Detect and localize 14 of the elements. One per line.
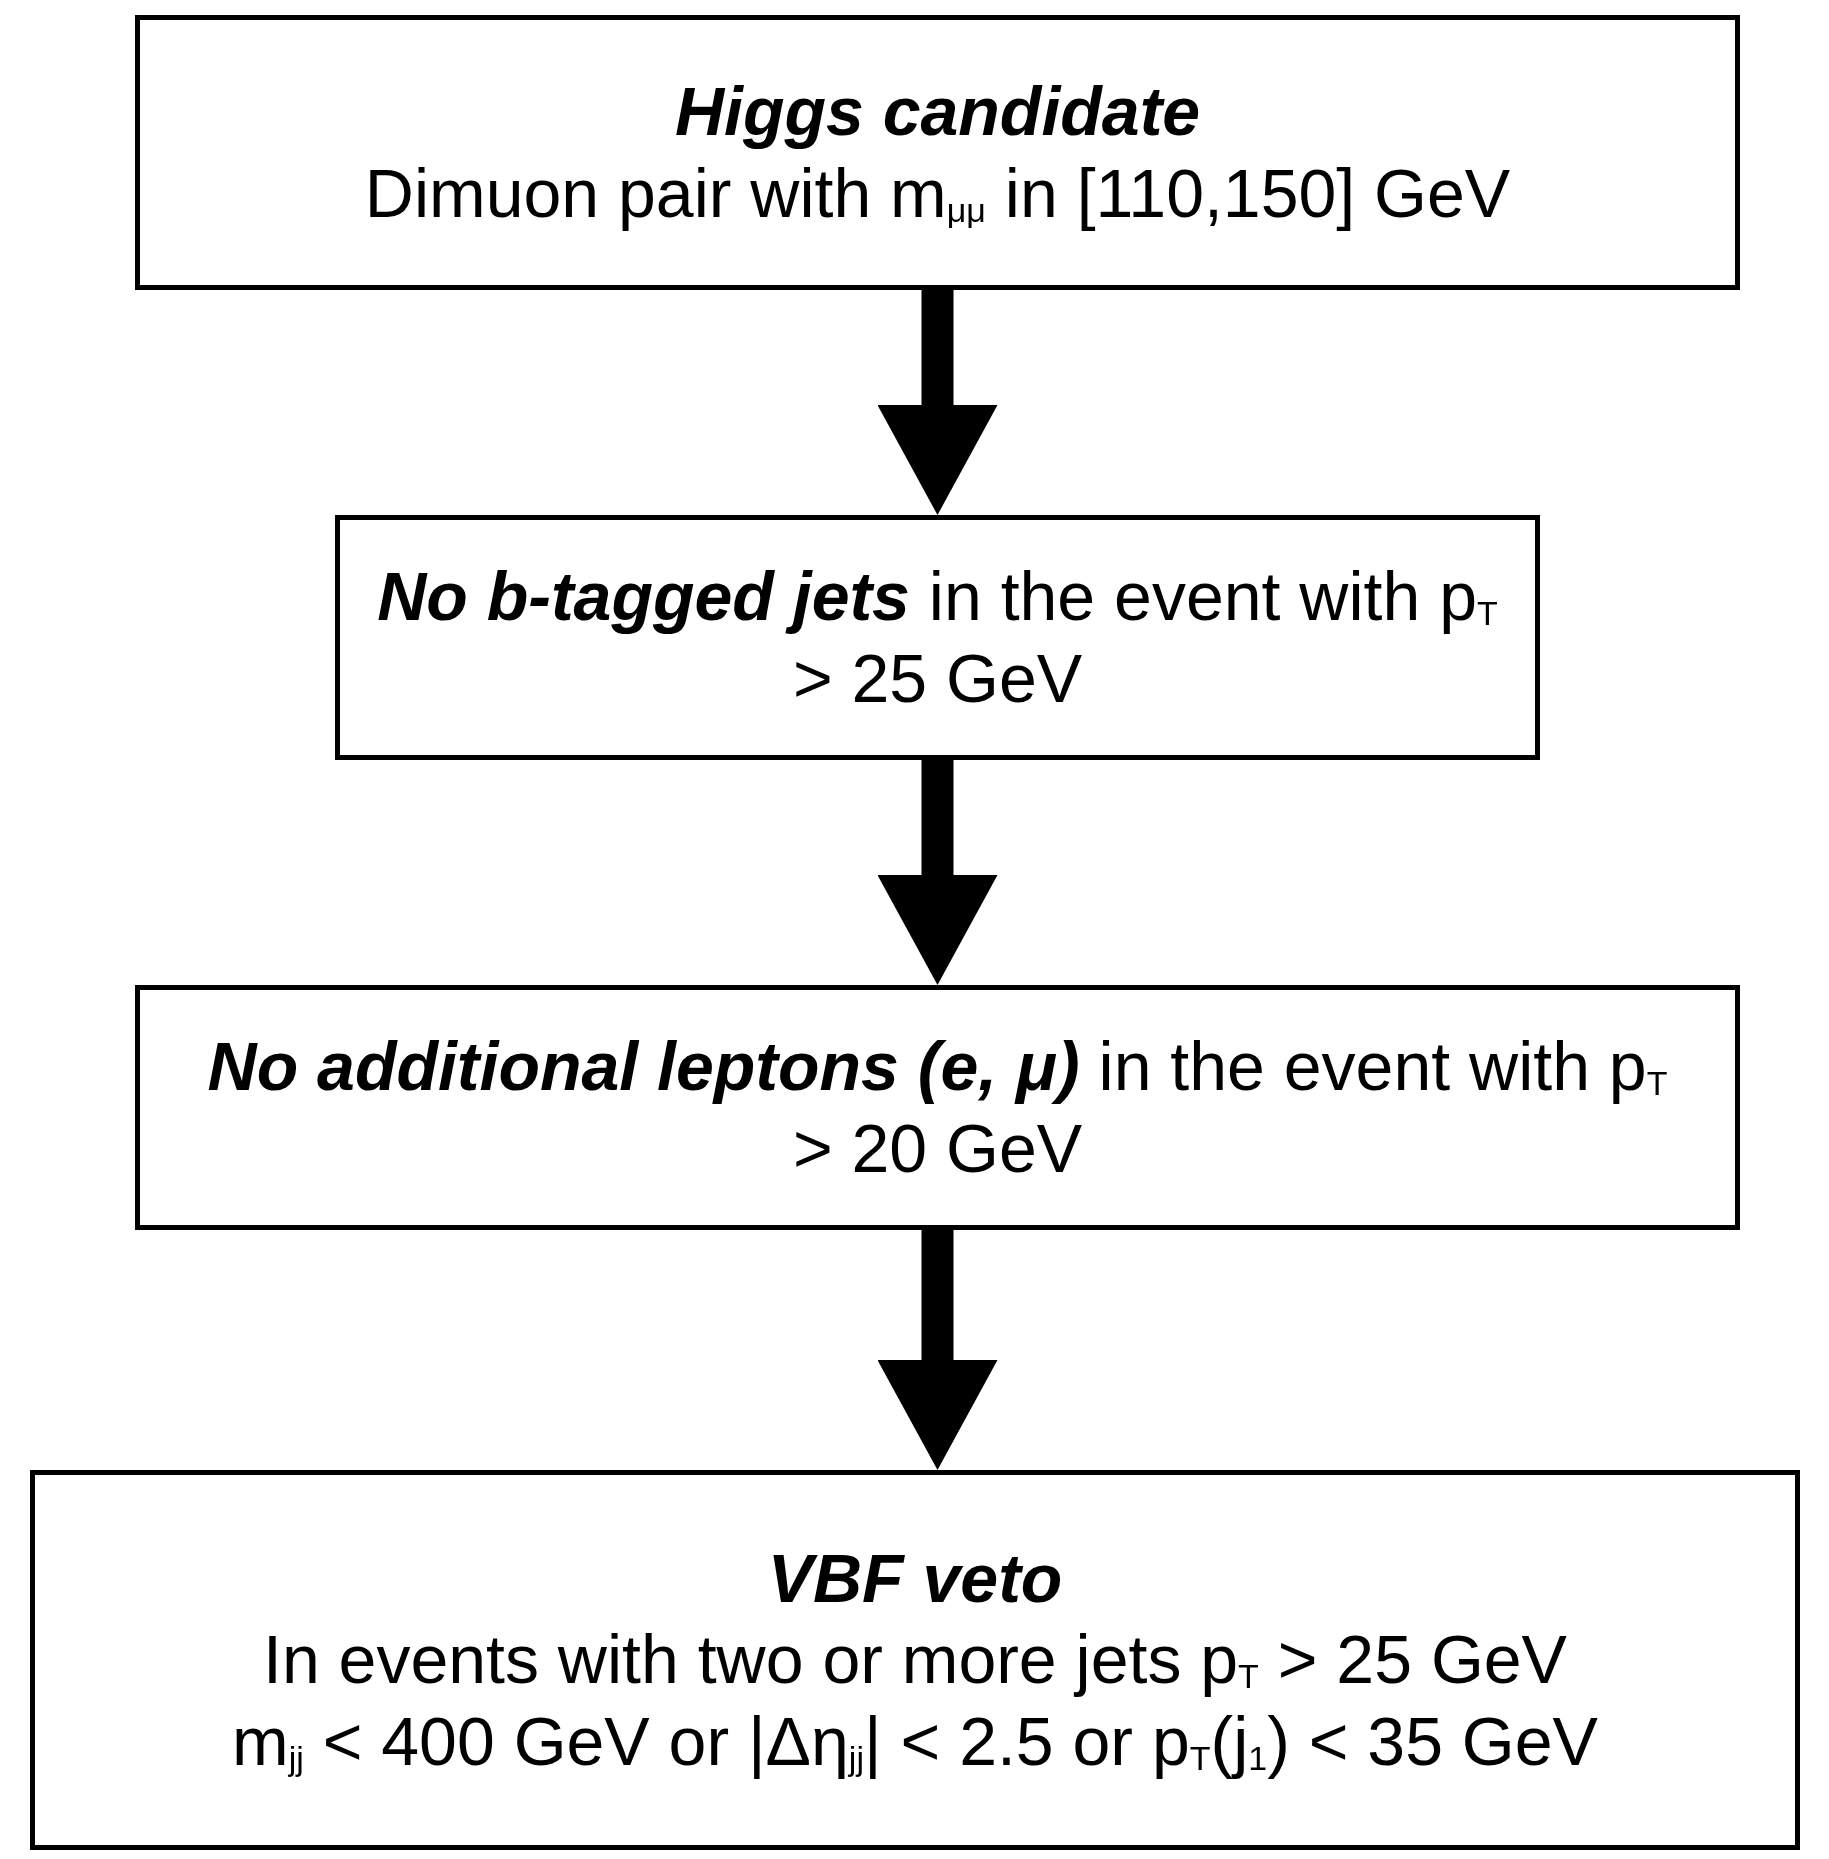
heading-text: VBF veto [767,1538,1063,1618]
criterion-text: No additional leptons (e, μ) in the event with p$_{T}$ > 20 GeV [206,1026,1669,1188]
arrow [877,290,998,515]
arrow [877,1230,998,1470]
process-box [30,1470,1800,1850]
process-box [135,15,1740,290]
arrow [877,760,998,985]
criterion-text: Dimuon pair with m$_{μμ}$ in [110,150] GeV [364,153,1511,233]
heading-text: Higgs candidate [674,71,1201,151]
criterion-text: m$_{jj}$ < 400 GeV or |Δη$_{jj}$| < 2.5 or p$_{T}$(j$_{1}$) < 35 GeV [232,1701,1598,1781]
process-box [335,515,1540,760]
process-box [135,985,1740,1230]
criterion-text: No b-tagged jets in the event with p$_{T}$ > 25 GeV [376,556,1499,718]
criterion-text: In events with two or more jets p$_{T}$ > 25 GeV [263,1620,1567,1700]
